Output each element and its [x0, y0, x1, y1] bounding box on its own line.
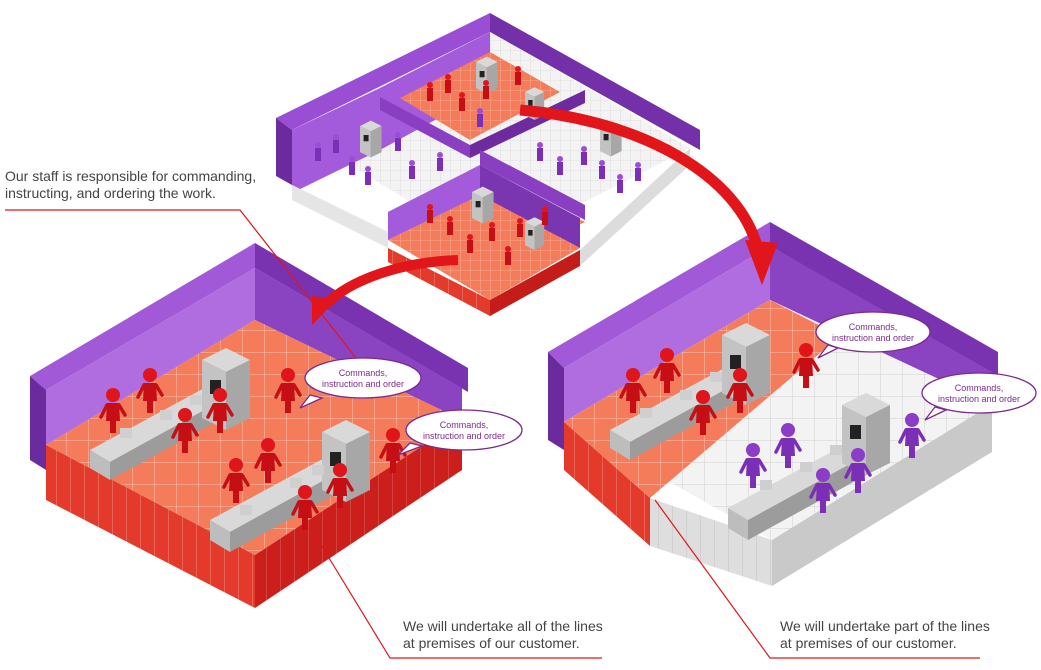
arrow-to-right	[519, 104, 778, 285]
bubble-right-1-line1: Commands,	[849, 322, 898, 332]
bubble-left-2-line2: instruction and order	[423, 431, 505, 441]
staff-note-line1: Our staff is responsible for commanding,	[5, 168, 257, 184]
bubble-left-1-line2: instruction and order	[322, 379, 404, 389]
speech-bubble-right-2: Commands, instruction and order	[921, 372, 1037, 421]
leader-lines	[5, 209, 980, 659]
top-back-wall-left	[276, 13, 490, 130]
bubble-right-2-line1: Commands,	[955, 383, 1004, 393]
bubble-left-2-line1: Commands,	[440, 420, 489, 430]
left-factory-building	[30, 243, 468, 608]
left-back-wall-right	[255, 243, 468, 392]
bubble-right-2-line2: instruction and order	[938, 394, 1020, 404]
partial-lines-line2: at premises of our customer.	[780, 635, 957, 651]
top-back-wall-right	[490, 13, 700, 150]
partial-lines-line1: We will undertake part of the lines	[780, 618, 990, 634]
bubble-right-1-line2: instruction and order	[832, 333, 914, 343]
speech-bubble-left-2: Commands, instruction and order	[397, 409, 523, 456]
staff-responsibility-note: Our staff is responsible for commanding,…	[5, 168, 256, 202]
partial-lines-note: We will undertake part of the lines at p…	[780, 618, 990, 652]
full-lines-line1: We will undertake all of the lines	[403, 618, 603, 634]
full-lines-line2: at premises of our customer.	[403, 635, 580, 651]
right-back-wall-left	[548, 222, 770, 368]
top-factory-building	[276, 13, 700, 316]
staff-note-line2: instructing, and ordering the work.	[5, 185, 216, 201]
full-lines-note: We will undertake all of the lines at pr…	[403, 618, 603, 652]
left-back-wall-left	[30, 243, 255, 390]
speech-bubble-right-1: Commands, instruction and order	[815, 311, 931, 359]
bubble-left-1-line1: Commands,	[339, 368, 388, 378]
speech-bubble-left-1: Commands, instruction and order	[299, 357, 422, 409]
arrow-to-left	[312, 255, 459, 325]
right-back-wall-right	[770, 222, 998, 378]
